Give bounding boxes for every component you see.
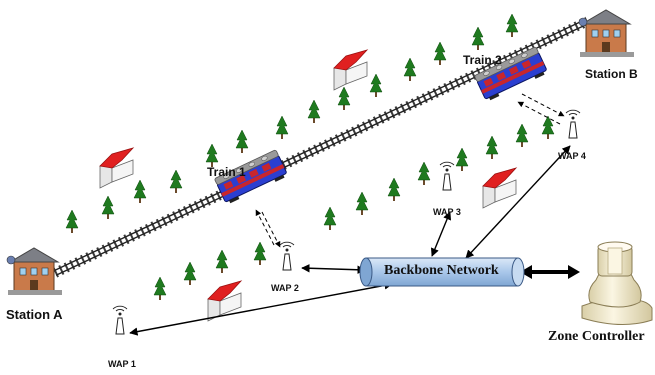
link-wap1-backbone — [129, 281, 393, 336]
wap-4-icon — [565, 109, 581, 139]
train-1-icon — [214, 149, 287, 204]
tree-icon — [417, 161, 431, 185]
link-wap4-backbone — [465, 145, 571, 259]
wap-3-icon — [439, 161, 455, 191]
tree-icon — [275, 115, 289, 139]
wap-4-label: WAP 4 — [558, 151, 586, 161]
tree-icon — [485, 135, 499, 159]
tree-icon — [101, 195, 115, 219]
train-2-label: Train 2 — [463, 53, 502, 67]
link-backbone-controller — [520, 265, 580, 279]
wap-2-label: WAP 2 — [271, 283, 299, 293]
tree-icon — [323, 206, 337, 230]
wap-1-icon — [112, 305, 128, 335]
tree-icon — [471, 26, 485, 50]
tree-icon — [433, 41, 447, 65]
tree-icon — [403, 57, 417, 81]
tree-icon — [183, 261, 197, 285]
tree-icon — [169, 169, 183, 193]
wap-3-label: WAP 3 — [433, 207, 461, 217]
link-wap2-backbone — [301, 264, 366, 274]
tree-icon — [387, 177, 401, 201]
station-b-label: Station B — [585, 67, 638, 81]
zone-controller-icon — [581, 241, 653, 326]
wireless-link-train1-wap2 — [255, 209, 281, 248]
tree-icon — [65, 209, 79, 233]
tree-icon — [205, 143, 219, 167]
station-b-building-icon — [578, 9, 634, 57]
tree-icon — [505, 13, 519, 37]
wired-links — [129, 145, 571, 336]
tree-icon — [455, 147, 469, 171]
house-icon — [99, 147, 135, 189]
link-wap3-backbone — [430, 211, 452, 257]
station-a-building-icon — [6, 247, 62, 295]
tree-icon — [515, 123, 529, 147]
backbone-network-label: Backbone Network — [384, 263, 499, 278]
wireless-link-train2-wap4 — [517, 93, 565, 125]
train-2-icon — [474, 46, 547, 101]
tree-icon — [307, 99, 321, 123]
house-icon — [333, 49, 369, 91]
tree-icon — [133, 179, 147, 203]
tree-icon — [355, 191, 369, 215]
tree-icon — [153, 276, 167, 300]
wap-1-label: WAP 1 — [108, 359, 136, 369]
tree-icon — [235, 129, 249, 153]
zone-controller-label: Zone Controller — [548, 329, 645, 344]
tree-icon — [215, 249, 229, 273]
train-1-label: Train 1 — [207, 165, 246, 179]
tree-icon — [337, 86, 351, 110]
tree-icon — [253, 241, 267, 265]
backbone-network-pipe — [359, 257, 525, 287]
house-icon — [482, 167, 518, 209]
station-a-label: Station A — [6, 307, 63, 322]
tree-icon — [369, 73, 383, 97]
railway-track — [52, 16, 590, 278]
trees — [65, 13, 555, 300]
wap-2-icon — [279, 241, 295, 271]
tree-icon — [541, 115, 555, 139]
